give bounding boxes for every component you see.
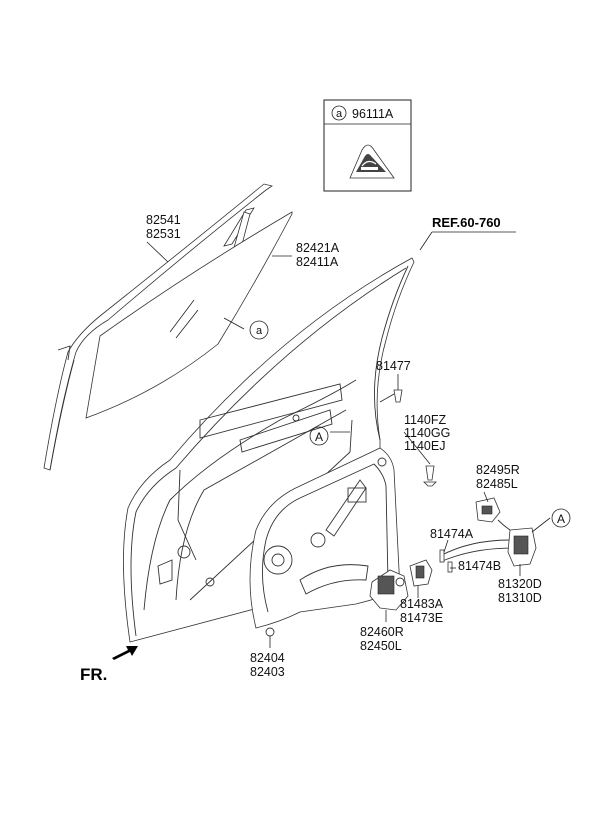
label-82485L: 82485L — [476, 477, 518, 491]
label-82541: 82541 — [146, 213, 181, 227]
inset-box: a 96111A — [323, 99, 412, 192]
label-82404: 82404 — [250, 651, 285, 665]
label-81474B: 81474B — [458, 559, 501, 573]
door-glass — [85, 211, 293, 419]
leader-lines — [146, 231, 551, 648]
module-panel — [249, 447, 401, 637]
door-latch-actuator — [497, 519, 537, 567]
label-82450L: 82450L — [360, 639, 402, 653]
inset-part-number: 96111A — [352, 107, 394, 121]
label-82403: 82403 — [250, 665, 285, 679]
label-1140FZ: 1140FZ — [404, 413, 447, 427]
front-arrow-icon — [112, 646, 138, 660]
inset-circle-letter: a — [336, 108, 343, 120]
callout-A-right-letter: A — [557, 512, 565, 526]
front-label: FR. — [80, 665, 107, 684]
bolt-81477 — [379, 389, 403, 403]
label-1140GG: 1140GG — [404, 426, 450, 440]
label-81473E: 81473E — [400, 611, 443, 625]
window-regulator — [369, 569, 409, 611]
bolts-1140 — [423, 465, 437, 487]
door-shell — [123, 257, 415, 643]
callout-A-right-circle — [551, 508, 571, 528]
label-1140EJ: 1140EJ — [404, 439, 445, 453]
label-82421A: 82421A — [296, 241, 340, 255]
label-81474A: 81474A — [430, 527, 474, 541]
front-indicator: FR. — [80, 646, 138, 684]
label-82411A: 82411A — [296, 255, 339, 269]
latch-cover — [475, 497, 501, 523]
label-82531: 82531 — [146, 227, 181, 241]
label-81483A: 81483A — [400, 597, 444, 611]
label-82460R: 82460R — [360, 625, 404, 639]
door-lock-rod — [439, 539, 513, 563]
callout-A-upper-circle — [309, 426, 329, 446]
label-82495R: 82495R — [476, 463, 520, 477]
label-81477: 81477 — [376, 359, 411, 373]
callout-A-upper-letter: A — [315, 430, 323, 444]
reference-label: REF.60-760 — [432, 215, 501, 230]
callout-a-letter: a — [256, 325, 263, 337]
inset-circle — [331, 105, 347, 121]
label-81320D: 81320D — [498, 577, 542, 591]
label-81310D: 81310D — [498, 591, 542, 605]
inside-handle-clip — [409, 559, 433, 587]
pins-81474 — [439, 549, 453, 573]
callout-a-circle — [249, 320, 269, 340]
